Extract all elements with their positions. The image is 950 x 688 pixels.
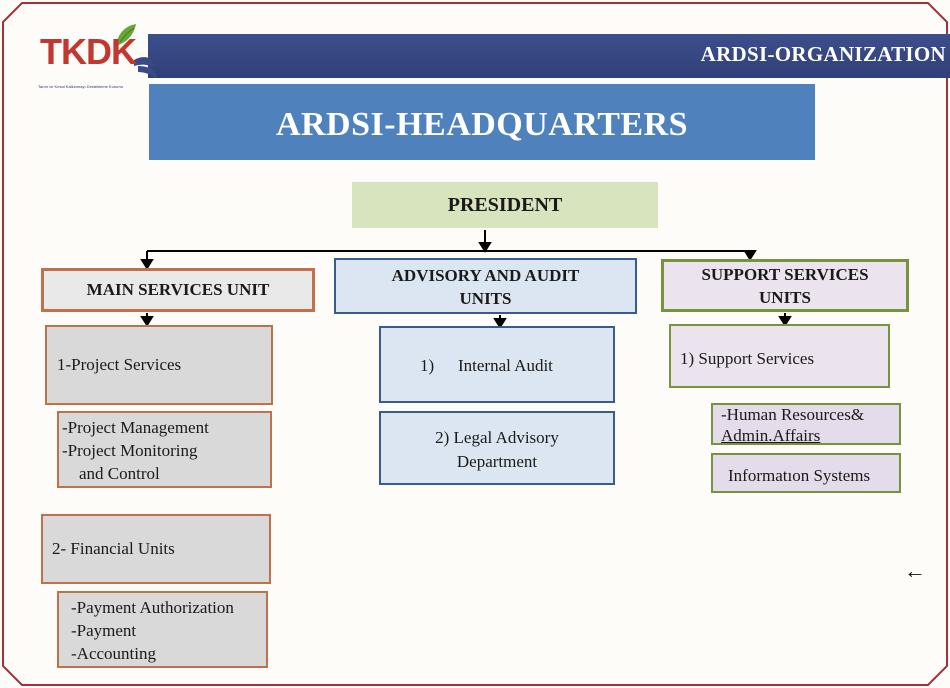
project-monitoring-item: -Project Monitoring bbox=[62, 441, 198, 460]
legal-advisory-box: 2) Legal Advisory Department bbox=[379, 411, 615, 485]
connector-lines bbox=[140, 230, 792, 329]
advisory-title-line1: ADVISORY AND AUDIT bbox=[391, 266, 580, 285]
project-management-item: -Project Management bbox=[62, 418, 209, 437]
banner-title: ARDSI-ORGANIZATION bbox=[700, 42, 946, 66]
human-resources-line1: -Human Resources& bbox=[721, 405, 865, 424]
support-services-label: 1) Support Services bbox=[680, 349, 815, 368]
human-resources-box: -Human Resources& Admin.Affairs bbox=[711, 403, 901, 445]
information-systems-label: Informatıon Systems bbox=[728, 466, 871, 485]
support-title-line1: SUPPORT SERVICES bbox=[701, 265, 869, 284]
main-services-unit: MAIN SERVICES UNIT bbox=[41, 268, 315, 312]
payment-item: -Payment bbox=[71, 621, 137, 640]
left-arrow-icon: ← bbox=[904, 558, 926, 583]
logo-subtext: Tarım ve Kırsal Kalkınmayı Destekleme Ku… bbox=[38, 84, 123, 89]
legal-advisory-line1: 2) Legal Advisory bbox=[435, 428, 559, 447]
page-title: ARDSI-HEADQUARTERS bbox=[149, 84, 815, 160]
advisory-audit-units: ADVISORY AND AUDIT UNITS bbox=[334, 258, 637, 314]
header-banner: ARDSI-ORGANIZATION bbox=[148, 34, 950, 78]
tkdk-logo: TKDK Tarım ve Kırsal Kalkınmayı Destekle… bbox=[18, 20, 178, 92]
payment-authorization-item: -Payment Authorization bbox=[71, 598, 234, 617]
support-services-units: SUPPORT SERVICES UNITS bbox=[661, 259, 909, 312]
project-control-item: and Control bbox=[79, 464, 160, 483]
legal-advisory-line2: Department bbox=[456, 452, 538, 471]
leaf-icon bbox=[116, 24, 157, 78]
project-services-label: 1-Project Services bbox=[57, 355, 182, 374]
information-systems-box: Informatıon Systems bbox=[711, 453, 901, 493]
advisory-title-line2: UNITS bbox=[459, 289, 512, 308]
internal-audit-box: 1) Internal Audit bbox=[379, 326, 615, 403]
internal-audit-number: 1) bbox=[420, 356, 435, 375]
president-box: PRESIDENT bbox=[352, 182, 658, 228]
project-services-box: 1-Project Services bbox=[45, 325, 273, 405]
financial-items-box: -Payment Authorization -Payment -Account… bbox=[57, 591, 268, 668]
support-services-box: 1) Support Services bbox=[669, 324, 890, 388]
human-resources-line2: Admin.Affairs bbox=[721, 426, 821, 445]
project-items-box: -Project Management -Project Monitoring … bbox=[57, 411, 272, 488]
support-title-line2: UNITS bbox=[759, 288, 811, 307]
accounting-item: -Accounting bbox=[71, 644, 156, 663]
financial-units-label: 2- Financial Units bbox=[52, 539, 175, 558]
internal-audit-label: Internal Audit bbox=[458, 356, 553, 375]
financial-units-box: 2- Financial Units bbox=[41, 514, 271, 584]
logo-text: TKDK bbox=[40, 31, 137, 72]
